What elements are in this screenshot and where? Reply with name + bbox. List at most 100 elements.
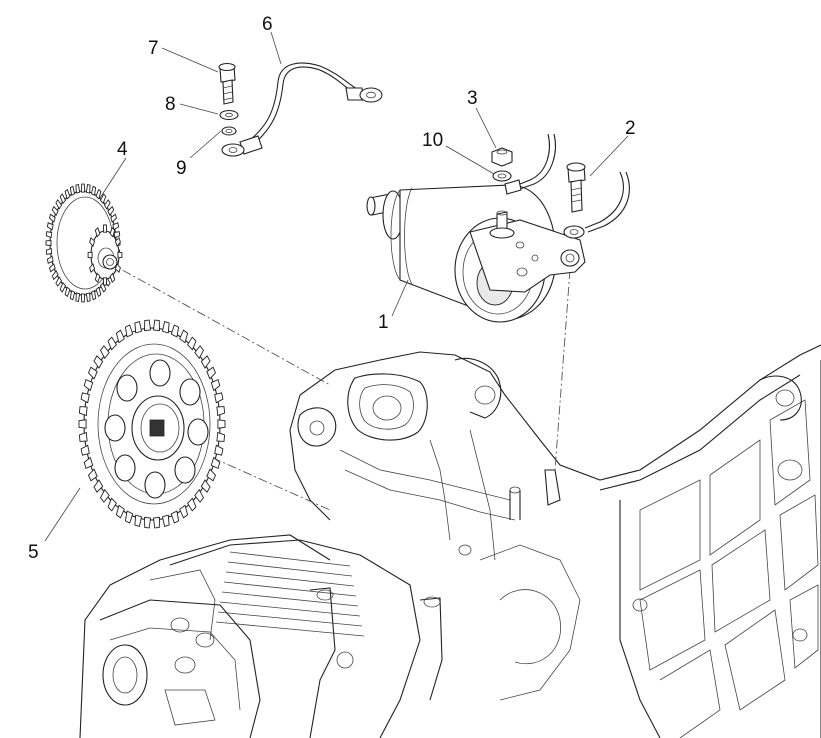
gear-tooth — [117, 251, 123, 259]
gear-tooth — [78, 431, 88, 442]
idler-gear-part-4 — [45, 183, 123, 303]
gear-tooth — [152, 319, 160, 332]
gear-tooth — [85, 183, 91, 194]
engine-crankcase — [79, 344, 821, 738]
callouts: 1 2 3 4 5 6 7 8 9 10 — [28, 14, 636, 563]
gear-tooth — [95, 188, 102, 200]
gear-tooth — [206, 468, 217, 482]
gear-tooth — [144, 516, 152, 529]
gear-tooth — [134, 321, 143, 334]
gear-tooth — [64, 286, 71, 298]
gear-tooth — [83, 456, 94, 470]
gear-tooth — [214, 392, 224, 404]
gear-tooth — [80, 293, 86, 303]
gear-tooth — [114, 263, 121, 274]
gear-tooth — [179, 504, 189, 519]
callout-4: 4 — [117, 139, 128, 160]
gear-tooth — [90, 290, 97, 301]
gear-tooth — [89, 236, 96, 247]
gear-tooth — [51, 205, 59, 216]
callout-10: 10 — [422, 130, 443, 151]
callout-1: 1 — [378, 312, 389, 333]
gear-tooth — [93, 355, 104, 369]
gear-tooth — [200, 479, 211, 493]
callout-2: 2 — [625, 118, 636, 139]
gear-tooth — [170, 510, 180, 524]
gear-tooth — [107, 205, 115, 216]
gear-tooth — [194, 488, 205, 503]
gear-tooth — [217, 419, 226, 429]
gear-tooth — [214, 444, 224, 456]
gear-tooth — [69, 185, 76, 196]
gear-tooth — [46, 222, 54, 231]
gear-tooth — [187, 336, 197, 351]
callout-8: 8 — [165, 94, 176, 115]
gear-tooth — [87, 251, 93, 259]
gear-tooth — [51, 270, 59, 281]
gear-tooth — [102, 277, 108, 286]
gear-tooth — [170, 324, 180, 338]
gear-tooth — [48, 263, 56, 273]
gear-tooth — [78, 419, 87, 429]
callout-6: 6 — [262, 14, 273, 35]
gear-tooth — [179, 329, 189, 344]
gear-tooth — [45, 231, 53, 239]
gear-tooth — [75, 292, 81, 303]
gear-tooth — [90, 185, 97, 196]
gear-tooth — [113, 231, 121, 239]
gear-tooth — [161, 514, 170, 527]
gear-tooth — [124, 324, 134, 338]
gear-tooth — [48, 213, 56, 223]
callout-3: 3 — [467, 88, 478, 109]
callout-7: 7 — [148, 38, 159, 59]
gear-tooth — [55, 199, 63, 210]
gear-tooth — [87, 366, 98, 380]
washer-part-10 — [492, 170, 512, 182]
washer-part-8 — [219, 109, 239, 121]
gear-tooth — [124, 510, 134, 524]
starter-cables — [504, 133, 630, 239]
gear-tooth — [46, 255, 54, 264]
gear-tooth — [94, 272, 101, 284]
gear-tooth — [95, 286, 102, 298]
gear-tooth — [80, 183, 86, 193]
gear-tooth — [210, 378, 221, 392]
gear-tooth — [45, 247, 53, 255]
gear-tooth — [161, 321, 170, 334]
gear-tooth — [80, 444, 90, 456]
gear-tooth — [45, 240, 52, 246]
gear-tooth — [194, 345, 205, 360]
gear-tooth — [59, 193, 67, 205]
gear-tooth — [216, 406, 226, 417]
transmission-case — [599, 374, 819, 738]
gear-tooth — [144, 319, 152, 332]
gear-tooth — [89, 263, 96, 274]
gear-tooth — [107, 336, 117, 351]
assembly-center-lines — [107, 261, 571, 511]
gear-tooth — [109, 226, 116, 238]
gear-tooth — [109, 272, 116, 284]
gear-tooth — [103, 199, 111, 210]
nut-part-3 — [491, 147, 513, 167]
gear-tooth — [114, 236, 121, 247]
ground-cable-part-6 — [221, 62, 383, 157]
gear-tooth — [115, 329, 125, 344]
driven-gear-part-5 — [78, 319, 226, 529]
gear-tooth — [99, 281, 107, 293]
gear-tooth — [112, 222, 120, 231]
bolt-part-7 — [218, 62, 236, 105]
callout-9: 9 — [176, 158, 187, 179]
gear-tooth — [83, 378, 94, 392]
gear-tooth — [55, 276, 63, 287]
gear-tooth — [99, 345, 110, 360]
gear-tooth — [75, 183, 81, 194]
gear-tooth — [99, 193, 107, 205]
starter-motor-part-1 — [366, 184, 586, 323]
gear-tooth — [206, 366, 217, 380]
gear-tooth — [94, 226, 101, 238]
gear-tooth — [216, 431, 226, 442]
gear-tooth — [99, 488, 110, 503]
gear-tooth — [59, 281, 67, 293]
gear-tooth — [80, 392, 90, 404]
